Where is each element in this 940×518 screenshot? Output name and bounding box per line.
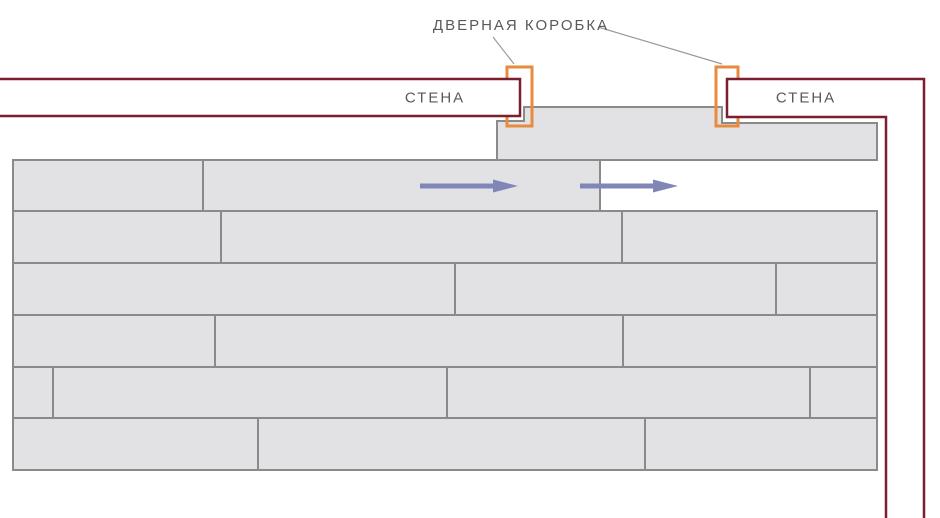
plank-row6 <box>257 417 646 471</box>
plank-row4 <box>214 314 624 368</box>
plank-row4 <box>12 314 216 368</box>
plank-row1 <box>12 159 204 212</box>
plank-row5 <box>446 366 811 419</box>
leader-line-1 <box>492 36 515 65</box>
plank-row5 <box>12 366 54 419</box>
threshold-plank <box>496 106 878 161</box>
wall-label-right: СТЕНА <box>775 89 837 107</box>
plank-row3 <box>775 262 878 316</box>
plank-row2 <box>621 210 878 264</box>
plank-row3 <box>12 262 456 316</box>
plank-row6 <box>644 417 878 471</box>
plank-row5 <box>52 366 448 419</box>
plank-row1 <box>202 159 601 212</box>
plank-row2 <box>220 210 623 264</box>
wall-right <box>725 77 926 518</box>
direction-arrow-1 <box>420 179 518 193</box>
direction-arrow-2 <box>580 179 678 193</box>
plank-row5 <box>809 366 878 419</box>
plank-row2 <box>12 210 222 264</box>
plank-row6 <box>12 417 259 471</box>
door-frame-label: ДВЕРНАЯ КОРОБКА <box>432 17 610 34</box>
plank-row4 <box>622 314 878 368</box>
leader-line-2 <box>597 26 723 65</box>
wall-label-left: СТЕНА <box>404 89 466 107</box>
plank-row3 <box>454 262 777 316</box>
wall-left <box>0 77 522 118</box>
